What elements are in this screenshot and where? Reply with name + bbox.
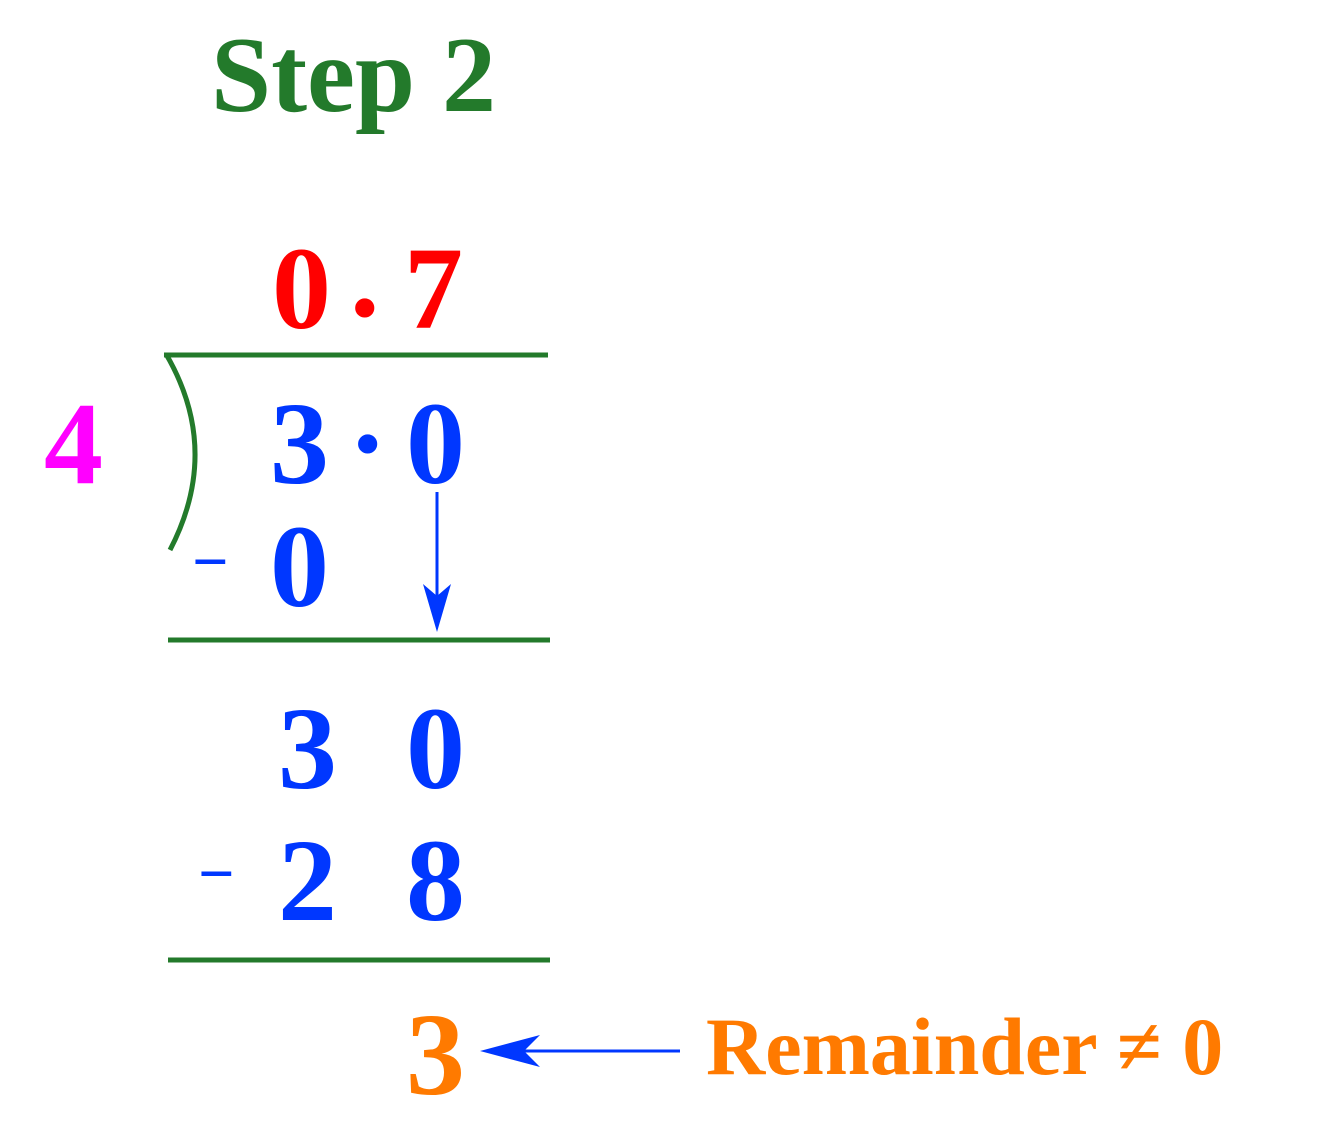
step-title: Step 2 [211, 16, 497, 135]
bring-down-arrow [423, 492, 451, 632]
quotient-decimal-point: . [350, 211, 380, 342]
divisor: 4 [44, 378, 103, 509]
dividend-frac-digit: 0 [406, 378, 465, 509]
step2-subtrahend-tens: 2 [278, 815, 337, 946]
dividend-int-digit: 3 [270, 378, 329, 509]
step2-subtrahend-ones: 8 [406, 815, 465, 946]
partial-dividend-tens: 3 [278, 683, 337, 814]
step1-minus-sign: − [192, 526, 229, 597]
step2-minus-sign: − [198, 838, 235, 909]
partial-dividend-ones: 0 [406, 683, 465, 814]
step1-subtrahend: 0 [270, 501, 329, 632]
dividend-decimal-point: · [348, 378, 388, 509]
remainder-label: Remainder ≠ 0 [706, 1001, 1224, 1092]
remainder-value: 3 [406, 989, 465, 1120]
quotient-frac-digit: 7 [404, 223, 463, 354]
quotient-int-digit: 0 [272, 223, 331, 354]
remainder-pointer-arrow [480, 1035, 680, 1067]
division-bracket [163, 352, 198, 552]
